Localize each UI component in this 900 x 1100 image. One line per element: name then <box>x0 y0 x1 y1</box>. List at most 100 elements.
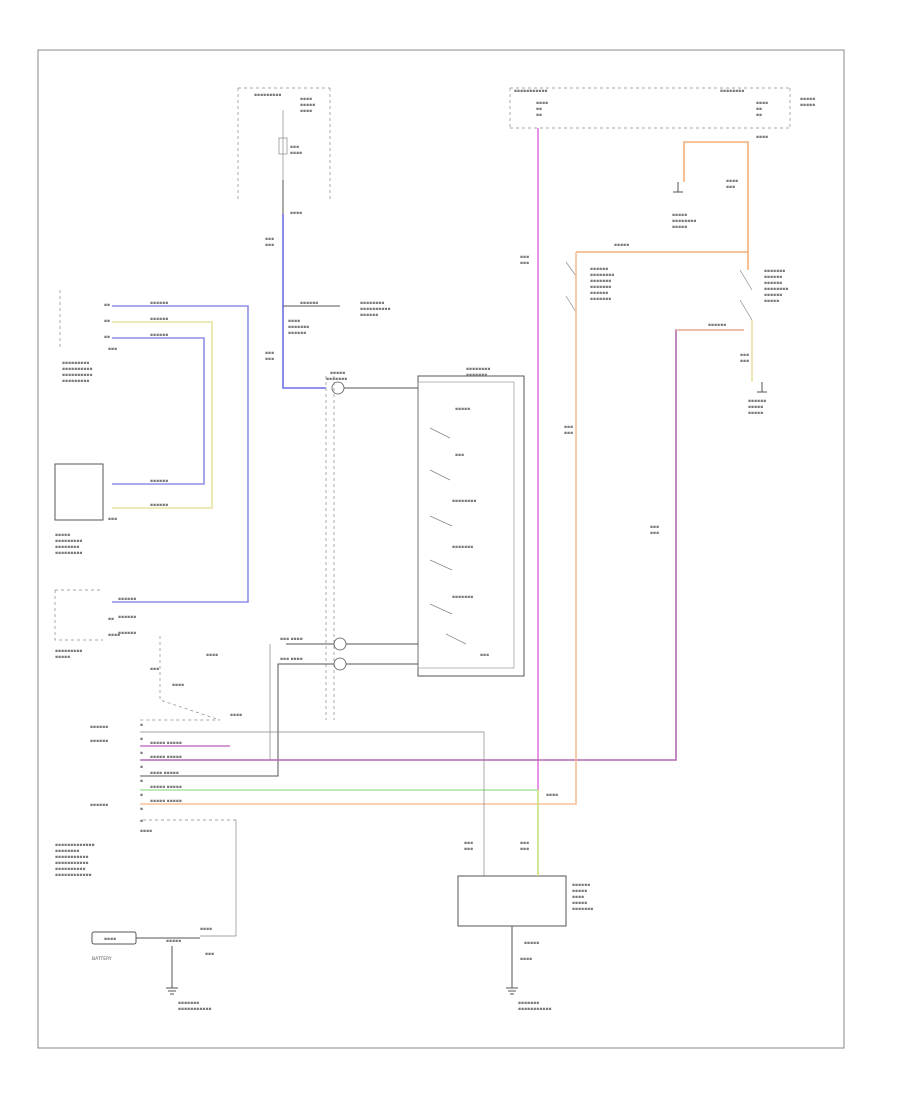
wire-cluster-lower <box>140 636 221 721</box>
svg-text:▪▪▪: ▪▪▪ <box>150 667 159 672</box>
svg-text:▪▪▪: ▪▪▪ <box>464 847 473 852</box>
svg-text:▪▪▪▪▪▪: ▪▪▪▪▪▪ <box>764 281 782 286</box>
svg-text:▪▪: ▪▪ <box>756 107 762 112</box>
svg-text:▪▪▪▪: ▪▪▪▪ <box>172 683 184 688</box>
svg-text:▪▪▪▪▪▪▪: ▪▪▪▪▪▪▪ <box>326 377 347 382</box>
svg-text:▪▪▪▪: ▪▪▪▪ <box>572 895 584 900</box>
svg-text:▪▪▪▪▪▪▪▪▪: ▪▪▪▪▪▪▪▪▪ <box>62 361 89 366</box>
wire-blue-left <box>112 305 249 603</box>
svg-text:▪▪▪▪▪▪▪: ▪▪▪▪▪▪▪ <box>518 1001 539 1006</box>
svg-text:▪▪▪▪▪▪▪▪▪▪▪▪: ▪▪▪▪▪▪▪▪▪▪▪▪ <box>55 873 92 878</box>
svg-text:▪▪▪▪▪▪▪▪▪▪▪: ▪▪▪▪▪▪▪▪▪▪▪ <box>518 1007 552 1012</box>
svg-text:▪▪▪: ▪▪▪ <box>205 952 214 957</box>
svg-text:▪▪▪▪▪▪▪: ▪▪▪▪▪▪▪ <box>452 595 473 600</box>
svg-text:▪▪▪▪▪▪▪▪: ▪▪▪▪▪▪▪▪ <box>590 273 614 278</box>
svg-text:▪▪▪▪▪▪: ▪▪▪▪▪▪ <box>90 803 108 808</box>
svg-text:▪▪▪▪▪: ▪▪▪▪▪ <box>672 213 687 218</box>
svg-text:▪▪▪▪▪ ▪▪▪▪▪: ▪▪▪▪▪ ▪▪▪▪▪ <box>150 799 182 804</box>
diagram-frame <box>37 49 845 1049</box>
instrument-cluster-left: ▪▪ ▪▪▪▪ ▪▪▪▪▪▪▪▪▪ ▪▪▪▪▪ <box>54 589 120 660</box>
svg-text:▪▪▪▪▪: ▪▪▪▪▪ <box>300 103 315 108</box>
svg-text:▪▪▪▪▪▪: ▪▪▪▪▪▪ <box>118 631 136 636</box>
svg-text:▪▪▪: ▪▪▪ <box>740 353 749 358</box>
svg-text:▪▪▪ ▪▪▪▪: ▪▪▪ ▪▪▪▪ <box>280 657 303 662</box>
svg-text:▪▪▪▪▪▪▪: ▪▪▪▪▪▪▪ <box>764 269 785 274</box>
svg-text:▪▪▪▪▪: ▪▪▪▪▪ <box>748 405 763 410</box>
fuse-box-top-right: ▪▪▪▪▪▪▪▪▪▪▪ ▪▪▪▪▪▪▪▪ ▪▪▪▪▪ ▪▪▪▪▪ ▪▪▪▪ ▪▪… <box>509 87 815 140</box>
svg-text:▪▪▪▪: ▪▪▪▪ <box>300 109 312 114</box>
wire-gray-module <box>140 731 485 876</box>
svg-text:▪: ▪ <box>140 807 143 812</box>
svg-text:▪▪: ▪▪ <box>104 335 110 340</box>
svg-text:▪▪▪ ▪▪▪▪: ▪▪▪ ▪▪▪▪ <box>280 637 303 642</box>
svg-text:▪▪▪: ▪▪▪ <box>520 261 529 266</box>
svg-text:▪▪▪▪▪▪: ▪▪▪▪▪▪ <box>764 275 782 280</box>
svg-text:▪▪▪▪▪▪▪: ▪▪▪▪▪▪▪ <box>572 907 593 912</box>
battery-label: BATTERY <box>92 956 112 962</box>
svg-text:▪▪▪▪▪ ▪▪▪▪▪: ▪▪▪▪▪ ▪▪▪▪▪ <box>150 755 182 760</box>
svg-text:▪▪▪▪▪▪: ▪▪▪▪▪▪ <box>300 301 318 306</box>
svg-text:▪▪▪▪▪▪: ▪▪▪▪▪▪ <box>288 331 306 336</box>
svg-text:▪▪▪▪▪▪▪: ▪▪▪▪▪▪▪ <box>466 373 487 378</box>
svg-text:▪▪▪▪: ▪▪▪▪ <box>726 179 738 184</box>
svg-text:▪▪▪▪▪▪▪: ▪▪▪▪▪▪▪ <box>590 285 611 290</box>
svg-text:▪▪▪: ▪▪▪ <box>520 255 529 260</box>
svg-text:▪▪▪▪▪▪▪▪▪: ▪▪▪▪▪▪▪▪▪ <box>62 379 89 384</box>
svg-text:▪▪▪: ▪▪▪ <box>290 145 299 150</box>
svg-text:▪▪▪▪▪: ▪▪▪▪▪ <box>55 655 70 660</box>
svg-text:▪▪▪▪: ▪▪▪▪ <box>546 793 558 798</box>
svg-text:▪▪▪▪: ▪▪▪▪ <box>756 135 768 140</box>
svg-text:▪▪▪▪: ▪▪▪▪ <box>140 829 152 834</box>
svg-text:▪▪▪▪: ▪▪▪▪ <box>200 927 212 932</box>
svg-text:▪▪▪▪▪▪: ▪▪▪▪▪▪ <box>90 725 108 730</box>
svg-text:▪▪▪▪▪: ▪▪▪▪▪ <box>672 225 687 230</box>
svg-text:▪▪▪▪▪▪▪▪: ▪▪▪▪▪▪▪▪ <box>672 219 696 224</box>
svg-text:▪▪▪▪▪: ▪▪▪▪▪ <box>330 371 345 376</box>
svg-text:▪▪▪▪▪▪▪▪: ▪▪▪▪▪▪▪▪ <box>466 367 490 372</box>
svg-text:▪▪▪: ▪▪▪ <box>455 453 464 458</box>
svg-text:▪▪▪▪▪▪▪▪: ▪▪▪▪▪▪▪▪ <box>55 545 79 550</box>
svg-text:▪▪▪▪: ▪▪▪▪ <box>536 101 548 106</box>
svg-text:▪▪▪▪▪ ▪▪▪▪▪: ▪▪▪▪▪ ▪▪▪▪▪ <box>150 785 182 790</box>
svg-text:▪▪▪▪▪▪▪▪▪▪▪: ▪▪▪▪▪▪▪▪▪▪▪ <box>178 1007 212 1012</box>
svg-text:▪: ▪ <box>140 819 143 824</box>
svg-text:▪▪▪: ▪▪▪ <box>564 431 573 436</box>
svg-text:▪▪▪▪▪▪▪▪▪▪▪: ▪▪▪▪▪▪▪▪▪▪▪ <box>514 89 548 94</box>
svg-text:▪▪▪▪▪: ▪▪▪▪▪ <box>800 97 815 102</box>
svg-text:▪▪▪▪▪▪▪▪: ▪▪▪▪▪▪▪▪ <box>452 499 476 504</box>
svg-text:▪▪▪▪▪▪▪▪▪▪▪: ▪▪▪▪▪▪▪▪▪▪▪ <box>55 855 89 860</box>
svg-text:▪▪▪▪▪▪: ▪▪▪▪▪▪ <box>150 301 168 306</box>
svg-text:▪▪▪: ▪▪▪ <box>564 425 573 430</box>
wire-purple-long <box>140 329 744 761</box>
svg-text:▪▪▪▪: ▪▪▪▪ <box>206 653 218 658</box>
svg-text:▪▪▪▪▪▪: ▪▪▪▪▪▪ <box>150 503 168 508</box>
svg-text:▪: ▪ <box>140 737 143 742</box>
svg-text:▪: ▪ <box>140 723 143 728</box>
svg-text:▪▪▪▪▪▪: ▪▪▪▪▪▪ <box>590 291 608 296</box>
control-module-box: ▪ ▪ ▪ ▪ ▪ ▪ ▪ ▪ ▪▪▪▪▪▪ ▪▪▪▪▪▪ ▪▪▪▪▪▪ ▪▪▪… <box>55 723 237 937</box>
svg-text:▪▪▪▪▪▪: ▪▪▪▪▪▪ <box>360 313 378 318</box>
control-switch-assembly: ▪▪▪▪▪▪▪▪ ▪▪▪▪▪▪▪ ▪▪▪▪▪ ▪▪▪ ▪▪▪▪▪▪▪▪ ▪▪▪▪… <box>417 367 525 677</box>
fuse-box-top-center: ▪▪▪▪▪▪▪▪▪ ▪▪▪▪ ▪▪▪▪▪ ▪▪▪▪ ▪▪▪ ▪▪▪▪ <box>237 87 331 200</box>
switch-symbols-right: ▪▪▪▪▪▪ ▪▪▪▪▪▪▪▪ ▪▪▪▪▪▪▪ ▪▪▪▪▪▪▪ ▪▪▪▪▪▪ ▪… <box>565 213 788 416</box>
wire-yellow-left <box>112 321 213 509</box>
svg-text:▪▪▪▪: ▪▪▪▪ <box>104 937 116 942</box>
svg-text:▪▪▪▪▪▪: ▪▪▪▪▪▪ <box>572 883 590 888</box>
svg-text:▪▪▪: ▪▪▪ <box>520 847 529 852</box>
svg-text:▪▪: ▪▪ <box>536 107 542 112</box>
svg-text:▪▪▪▪▪▪▪▪▪▪: ▪▪▪▪▪▪▪▪▪▪ <box>62 367 93 372</box>
svg-text:▪▪▪▪▪▪: ▪▪▪▪▪▪ <box>708 323 726 328</box>
svg-text:▪▪▪▪: ▪▪▪▪ <box>108 633 120 638</box>
svg-text:▪▪▪▪▪▪▪: ▪▪▪▪▪▪▪ <box>288 325 309 330</box>
svg-text:▪▪▪▪: ▪▪▪▪ <box>288 319 300 324</box>
wire-blue-left-2 <box>112 337 205 485</box>
svg-text:▪▪▪: ▪▪▪ <box>464 841 473 846</box>
svg-text:▪▪▪▪▪: ▪▪▪▪▪ <box>800 103 815 108</box>
svg-text:▪▪▪▪▪▪▪▪: ▪▪▪▪▪▪▪▪ <box>764 287 788 292</box>
svg-text:▪▪: ▪▪ <box>104 319 110 324</box>
svg-text:▪▪: ▪▪ <box>104 303 110 308</box>
svg-text:▪▪▪▪▪▪▪▪▪▪▪: ▪▪▪▪▪▪▪▪▪▪▪ <box>55 861 89 866</box>
svg-text:▪▪▪▪▪▪▪: ▪▪▪▪▪▪▪ <box>590 297 611 302</box>
svg-text:▪: ▪ <box>140 751 143 756</box>
